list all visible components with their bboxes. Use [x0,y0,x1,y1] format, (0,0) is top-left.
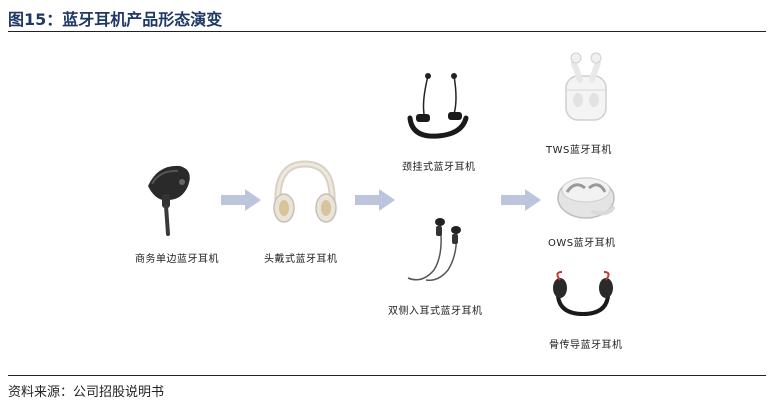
label-dual-in-ear: 双侧入耳式蓝牙耳机 [388,306,483,317]
label-bone-conduction: 骨传导蓝牙耳机 [549,340,623,351]
arrow-right-2 [355,189,395,211]
label-ows: OWS蓝牙耳机 [548,238,616,249]
ows-earphones-case-icon [553,168,619,224]
footer-divider [8,375,766,376]
source-note: 资料来源：公司招股说明书 [8,385,165,400]
neckband-earphones-icon [402,70,474,146]
wired-in-ear-earphones-icon [400,214,472,290]
label-over-ear: 头戴式蓝牙耳机 [264,254,338,265]
label-tws: TWS蓝牙耳机 [546,145,612,156]
bone-conduction-headphones-icon [550,270,616,320]
arrow-right-1 [221,189,261,211]
mono-bluetooth-headset-icon [138,156,198,236]
arrow-right-3 [501,189,541,211]
label-mono-headset: 商务单边蓝牙耳机 [135,254,219,265]
tws-earbuds-case-icon [558,50,614,126]
title-divider [8,31,766,32]
over-ear-headphones-icon [270,158,340,228]
figure-title: 图15：蓝牙耳机产品形态演变 [8,10,223,29]
label-neckband: 颈挂式蓝牙耳机 [402,162,476,173]
